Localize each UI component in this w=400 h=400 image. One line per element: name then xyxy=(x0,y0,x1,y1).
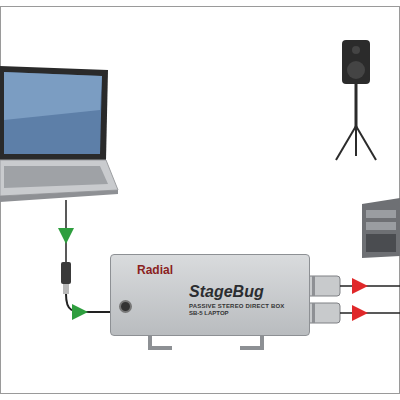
mixer xyxy=(362,198,400,258)
direct-box: RadialStageBugPASSIVE STEREO DIRECT BOXS… xyxy=(110,254,310,336)
xlr-connector xyxy=(306,276,340,323)
speaker xyxy=(336,40,376,160)
signal-arrow xyxy=(352,278,368,294)
mini-jack xyxy=(61,262,112,312)
model-name: SB-5 LAPTOP xyxy=(189,310,295,316)
signal-arrow xyxy=(352,305,368,321)
input-jack xyxy=(119,300,132,313)
product-type: PASSIVE STEREO DIRECT BOX xyxy=(189,303,295,309)
mounting-feet xyxy=(150,334,262,348)
signal-arrow xyxy=(58,228,74,244)
signal-arrow xyxy=(72,304,88,320)
cable xyxy=(340,285,400,287)
product-name: StageBug xyxy=(189,283,295,301)
frame xyxy=(1,7,400,394)
cable xyxy=(340,312,400,314)
brand-logo: Radial xyxy=(137,263,295,277)
laptop xyxy=(0,66,118,202)
